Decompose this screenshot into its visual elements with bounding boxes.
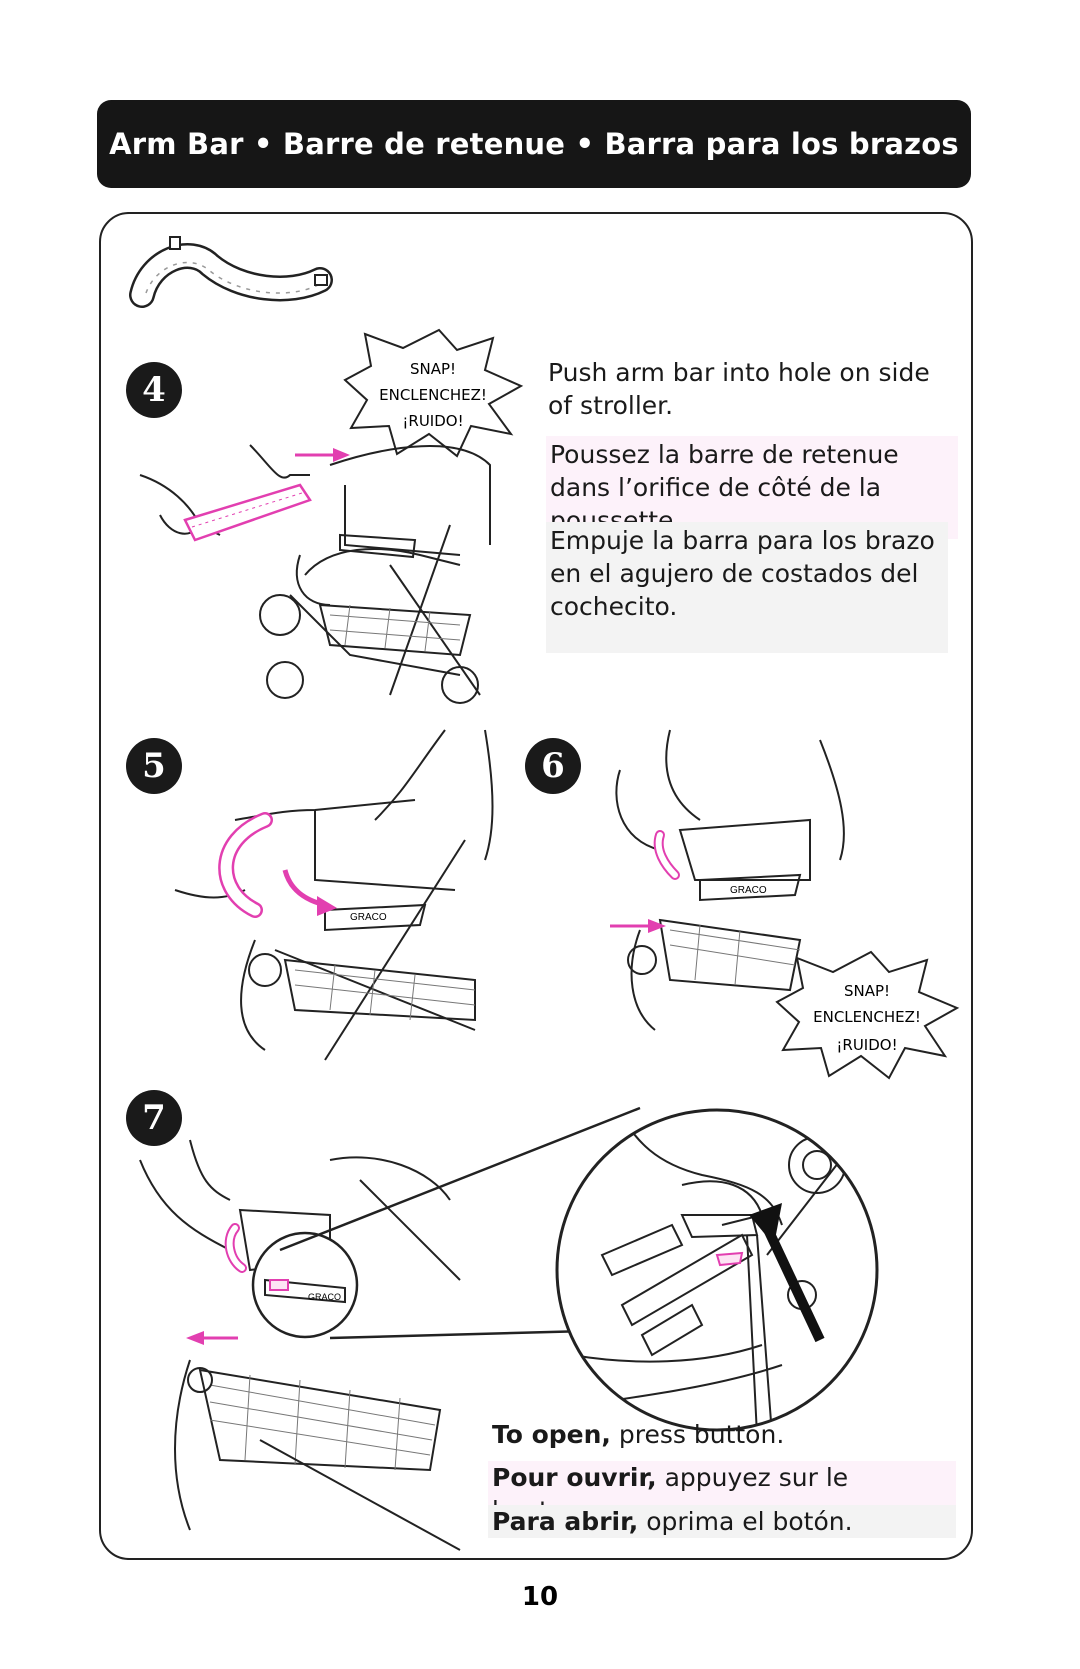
- step-5-brand-label: GRACO: [350, 912, 387, 923]
- section-title: Arm Bar • Barre de retenue • Barra para …: [109, 127, 959, 161]
- step-5-number: 5: [126, 738, 182, 794]
- step-7-es-rest: oprima el botón.: [638, 1507, 853, 1536]
- step-4-number: 4: [126, 362, 182, 418]
- step-7-number: 7: [126, 1090, 182, 1146]
- arm-bar-part-illustration: [129, 236, 333, 308]
- step-5-illustration: GRACO: [174, 729, 494, 1061]
- step-7-es-bold: Para abrir,: [492, 1507, 639, 1536]
- step-6-ruido-text: ¡RUIDO!: [836, 1036, 897, 1054]
- step-7-text-en: To open, press button.: [488, 1418, 956, 1451]
- page-number: 10: [521, 1582, 559, 1612]
- step-4-snap-text: SNAP!: [410, 360, 456, 378]
- step-7-text-es: Para abrir, oprima el botón.: [488, 1505, 956, 1538]
- step-4-text-en: Push arm bar into hole on side of stroll…: [548, 358, 930, 420]
- step-4-text-es: Empuje la barra para los brazo en el agu…: [546, 522, 948, 653]
- step-6-enclenchez-text: ENCLENCHEZ!: [813, 1008, 921, 1026]
- step-7-illustration: GRACO: [139, 1139, 461, 1551]
- section-header: Arm Bar • Barre de retenue • Barra para …: [97, 100, 971, 188]
- step-4-text-fr: Poussez la barre de retenue dans l’orifi…: [546, 436, 958, 539]
- step-7-en-bold: To open,: [492, 1420, 611, 1449]
- step-4-enclenchez-text: ENCLENCHEZ!: [379, 386, 487, 404]
- step-6-snap-text: SNAP!: [844, 982, 890, 1000]
- step-4-illustration: [139, 444, 491, 704]
- step-7-brand-label: GRACO: [308, 1292, 341, 1302]
- step-7-fr-bold: Pour ouvrir,: [492, 1463, 657, 1492]
- step-6-brand-label: GRACO: [730, 885, 767, 896]
- step-6-number: 6: [525, 738, 581, 794]
- step-6-illustration: GRACO: [610, 729, 845, 1031]
- step-6-snap-burst: SNAP! ENCLENCHEZ! ¡RUIDO!: [775, 950, 960, 1080]
- step-7-en-rest: press button.: [610, 1420, 785, 1449]
- button-zoom-detail: [555, 1108, 879, 1432]
- step-4-snap-burst: SNAP! ENCLENCHEZ! ¡RUIDO!: [343, 328, 524, 458]
- step-4-ruido-text: ¡RUIDO!: [402, 412, 463, 430]
